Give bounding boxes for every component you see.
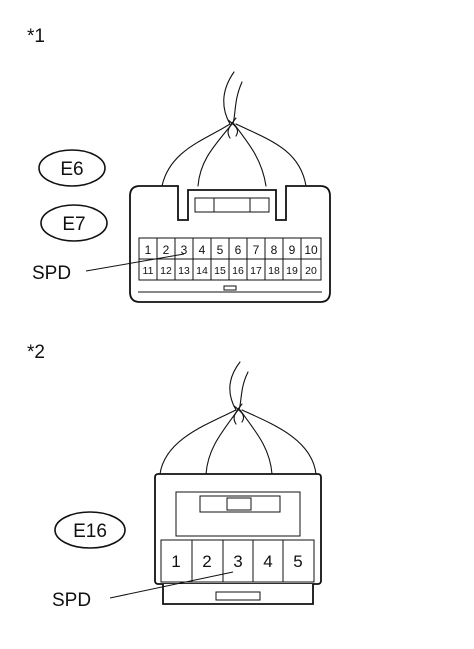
connector-code: E16 [73, 521, 107, 542]
pin-number: 1 [171, 552, 180, 571]
pin-number: 17 [250, 265, 262, 277]
connector-label-e7: E7 [40, 204, 108, 242]
pin-number: 13 [178, 265, 190, 277]
pin-number: 8 [271, 243, 278, 257]
figure-1-marker: *1 [27, 26, 45, 47]
pin-number: 2 [163, 243, 170, 257]
pin-number: 9 [289, 243, 296, 257]
spd-label: SPD [52, 590, 91, 611]
pin-cell [222, 539, 254, 583]
pin-number: 5 [217, 243, 224, 257]
pin-number: 5 [293, 552, 302, 571]
pin-number: 20 [305, 265, 317, 277]
pin-number: 4 [263, 552, 272, 571]
pin-number: 10 [304, 243, 318, 257]
pin-number: 3 [181, 243, 188, 257]
spd-leader-line [85, 253, 185, 272]
connector-body-e16 [154, 473, 322, 605]
spd-label: SPD [32, 263, 71, 284]
pin-cell [252, 539, 284, 583]
pin-row: 1 2 3 4 5 [160, 539, 315, 583]
connector-label-e6: E6 [38, 149, 106, 187]
pin-number: 15 [214, 265, 226, 277]
connector-label-e16: E16 [54, 511, 126, 549]
figure-1-wire-harness [161, 71, 307, 187]
pin-number: 2 [202, 552, 211, 571]
pin-number: 14 [196, 265, 208, 277]
pin-cell [300, 258, 322, 281]
spd-leader-line [109, 571, 234, 599]
pin-number: 16 [232, 265, 244, 277]
pin-number: 12 [160, 265, 172, 277]
pin-number: 3 [233, 552, 242, 571]
pin-number: 4 [199, 243, 206, 257]
connector-code: E6 [60, 159, 83, 180]
pin-cell [282, 539, 315, 583]
pin-number: 6 [235, 243, 242, 257]
pin-row-bottom: 11 12 13 14 15 16 17 18 19 20 [138, 258, 322, 281]
pin-number: 7 [253, 243, 260, 257]
figure-2-marker: *2 [27, 342, 45, 363]
pin-number: 11 [143, 265, 154, 277]
pin-number: 18 [268, 265, 280, 277]
connector-code: E7 [62, 214, 85, 235]
pin-number: 1 [145, 243, 152, 257]
figure-2-wire-harness [159, 361, 317, 475]
figure-1: *1 [27, 26, 331, 303]
figure-2: *2 1 2 [27, 342, 322, 611]
pin-row-top: 1 2 3 4 5 6 7 8 9 10 [138, 237, 322, 260]
pin-number: 19 [286, 265, 298, 277]
